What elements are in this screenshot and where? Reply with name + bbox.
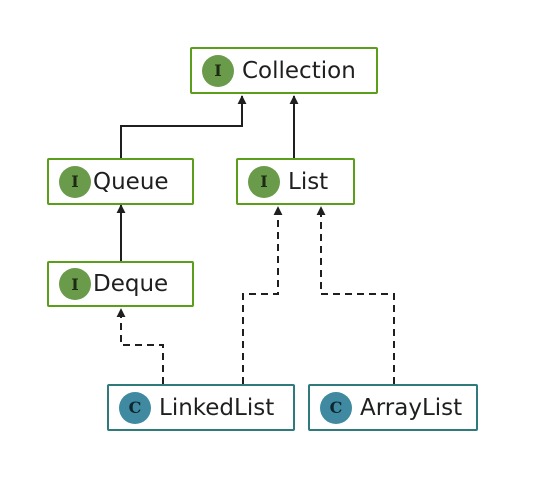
edge-queue-to-collection — [120, 95, 247, 158]
node-queue[interactable]: I Queue — [47, 158, 194, 205]
edge-linkedlist-to-list — [242, 206, 283, 384]
node-label: List — [288, 168, 329, 195]
edge-linkedlist-to-deque — [116, 308, 164, 384]
node-list[interactable]: I List — [236, 158, 355, 205]
node-linkedlist[interactable]: C LinkedList — [107, 384, 295, 431]
node-arraylist[interactable]: C ArrayList — [308, 384, 478, 431]
node-collection[interactable]: I Collection — [190, 47, 378, 94]
edge-arraylist-to-list — [316, 206, 395, 384]
interface-icon: I — [59, 268, 91, 300]
node-label: LinkedList — [159, 394, 275, 421]
class-icon: C — [320, 391, 352, 424]
node-label: Deque — [93, 271, 169, 297]
node-label: ArrayList — [360, 394, 463, 421]
node-label: Queue — [93, 168, 169, 195]
node-label: Collection — [242, 57, 356, 84]
interface-icon: I — [202, 54, 234, 87]
node-deque[interactable]: I Deque — [47, 261, 194, 307]
interface-icon: I — [59, 165, 91, 198]
class-icon: C — [119, 391, 151, 424]
interface-icon: I — [248, 165, 280, 198]
